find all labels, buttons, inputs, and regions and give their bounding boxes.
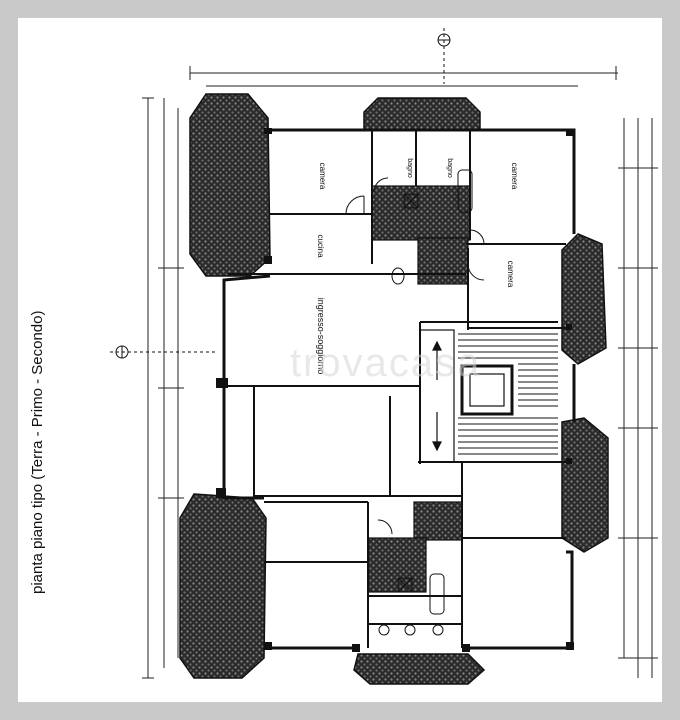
room-label-cucina: cucina <box>316 234 325 258</box>
floor-plan-sheet: camera bagno bagno camera cucina camera … <box>18 18 662 702</box>
room-label-camera-2: camera <box>510 163 519 190</box>
room-label-camera-3: camera <box>506 261 515 288</box>
plan-title: pianta piano tipo (Terra - Primo - Secon… <box>29 311 46 594</box>
room-label-bagno-1: bagno <box>406 158 413 178</box>
compass-marker-top <box>437 28 451 84</box>
service-cores <box>367 185 471 593</box>
room-label-bagno-2: bagno <box>446 158 453 178</box>
stair-core <box>419 329 558 463</box>
compass-marker-left <box>110 345 218 359</box>
room-label-soggiorno: ingresso-soggiorno <box>316 298 326 375</box>
column-markers <box>216 128 574 652</box>
watermark: trovacasa <box>290 341 481 385</box>
bathroom-fixtures <box>378 169 473 636</box>
dimension-lines <box>142 66 658 679</box>
floor-plan-drawing: camera bagno bagno camera cucina camera … <box>29 28 658 685</box>
door-swings <box>345 177 485 535</box>
terraces <box>179 93 609 685</box>
room-label-camera-1: camera <box>318 163 327 190</box>
